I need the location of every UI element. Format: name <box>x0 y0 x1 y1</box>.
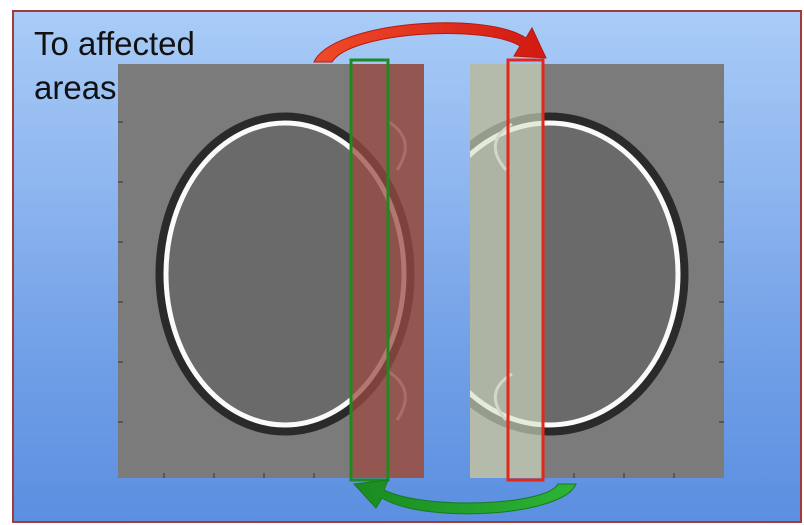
left-subdomain-panel <box>118 58 424 482</box>
curved-arrow-right-red-icon <box>313 22 547 63</box>
left-green-box <box>349 58 390 482</box>
title-line-1: To affected <box>34 25 195 62</box>
curved-arrow-left-green-icon <box>352 479 577 515</box>
right-circle-ring <box>470 120 681 428</box>
slide: To affected areas <box>12 10 802 523</box>
slide-title: To affected areas <box>34 22 294 110</box>
left-panel-ticks <box>118 121 315 478</box>
right-red-box <box>506 58 545 482</box>
right-panel-ticks <box>573 121 724 478</box>
title-line-2: areas <box>34 69 117 106</box>
right-circle-shadow <box>470 112 689 436</box>
domain-decomposition-figure <box>118 22 724 515</box>
left-circle-interior <box>160 117 410 431</box>
right-subdomain-panel <box>470 58 724 482</box>
